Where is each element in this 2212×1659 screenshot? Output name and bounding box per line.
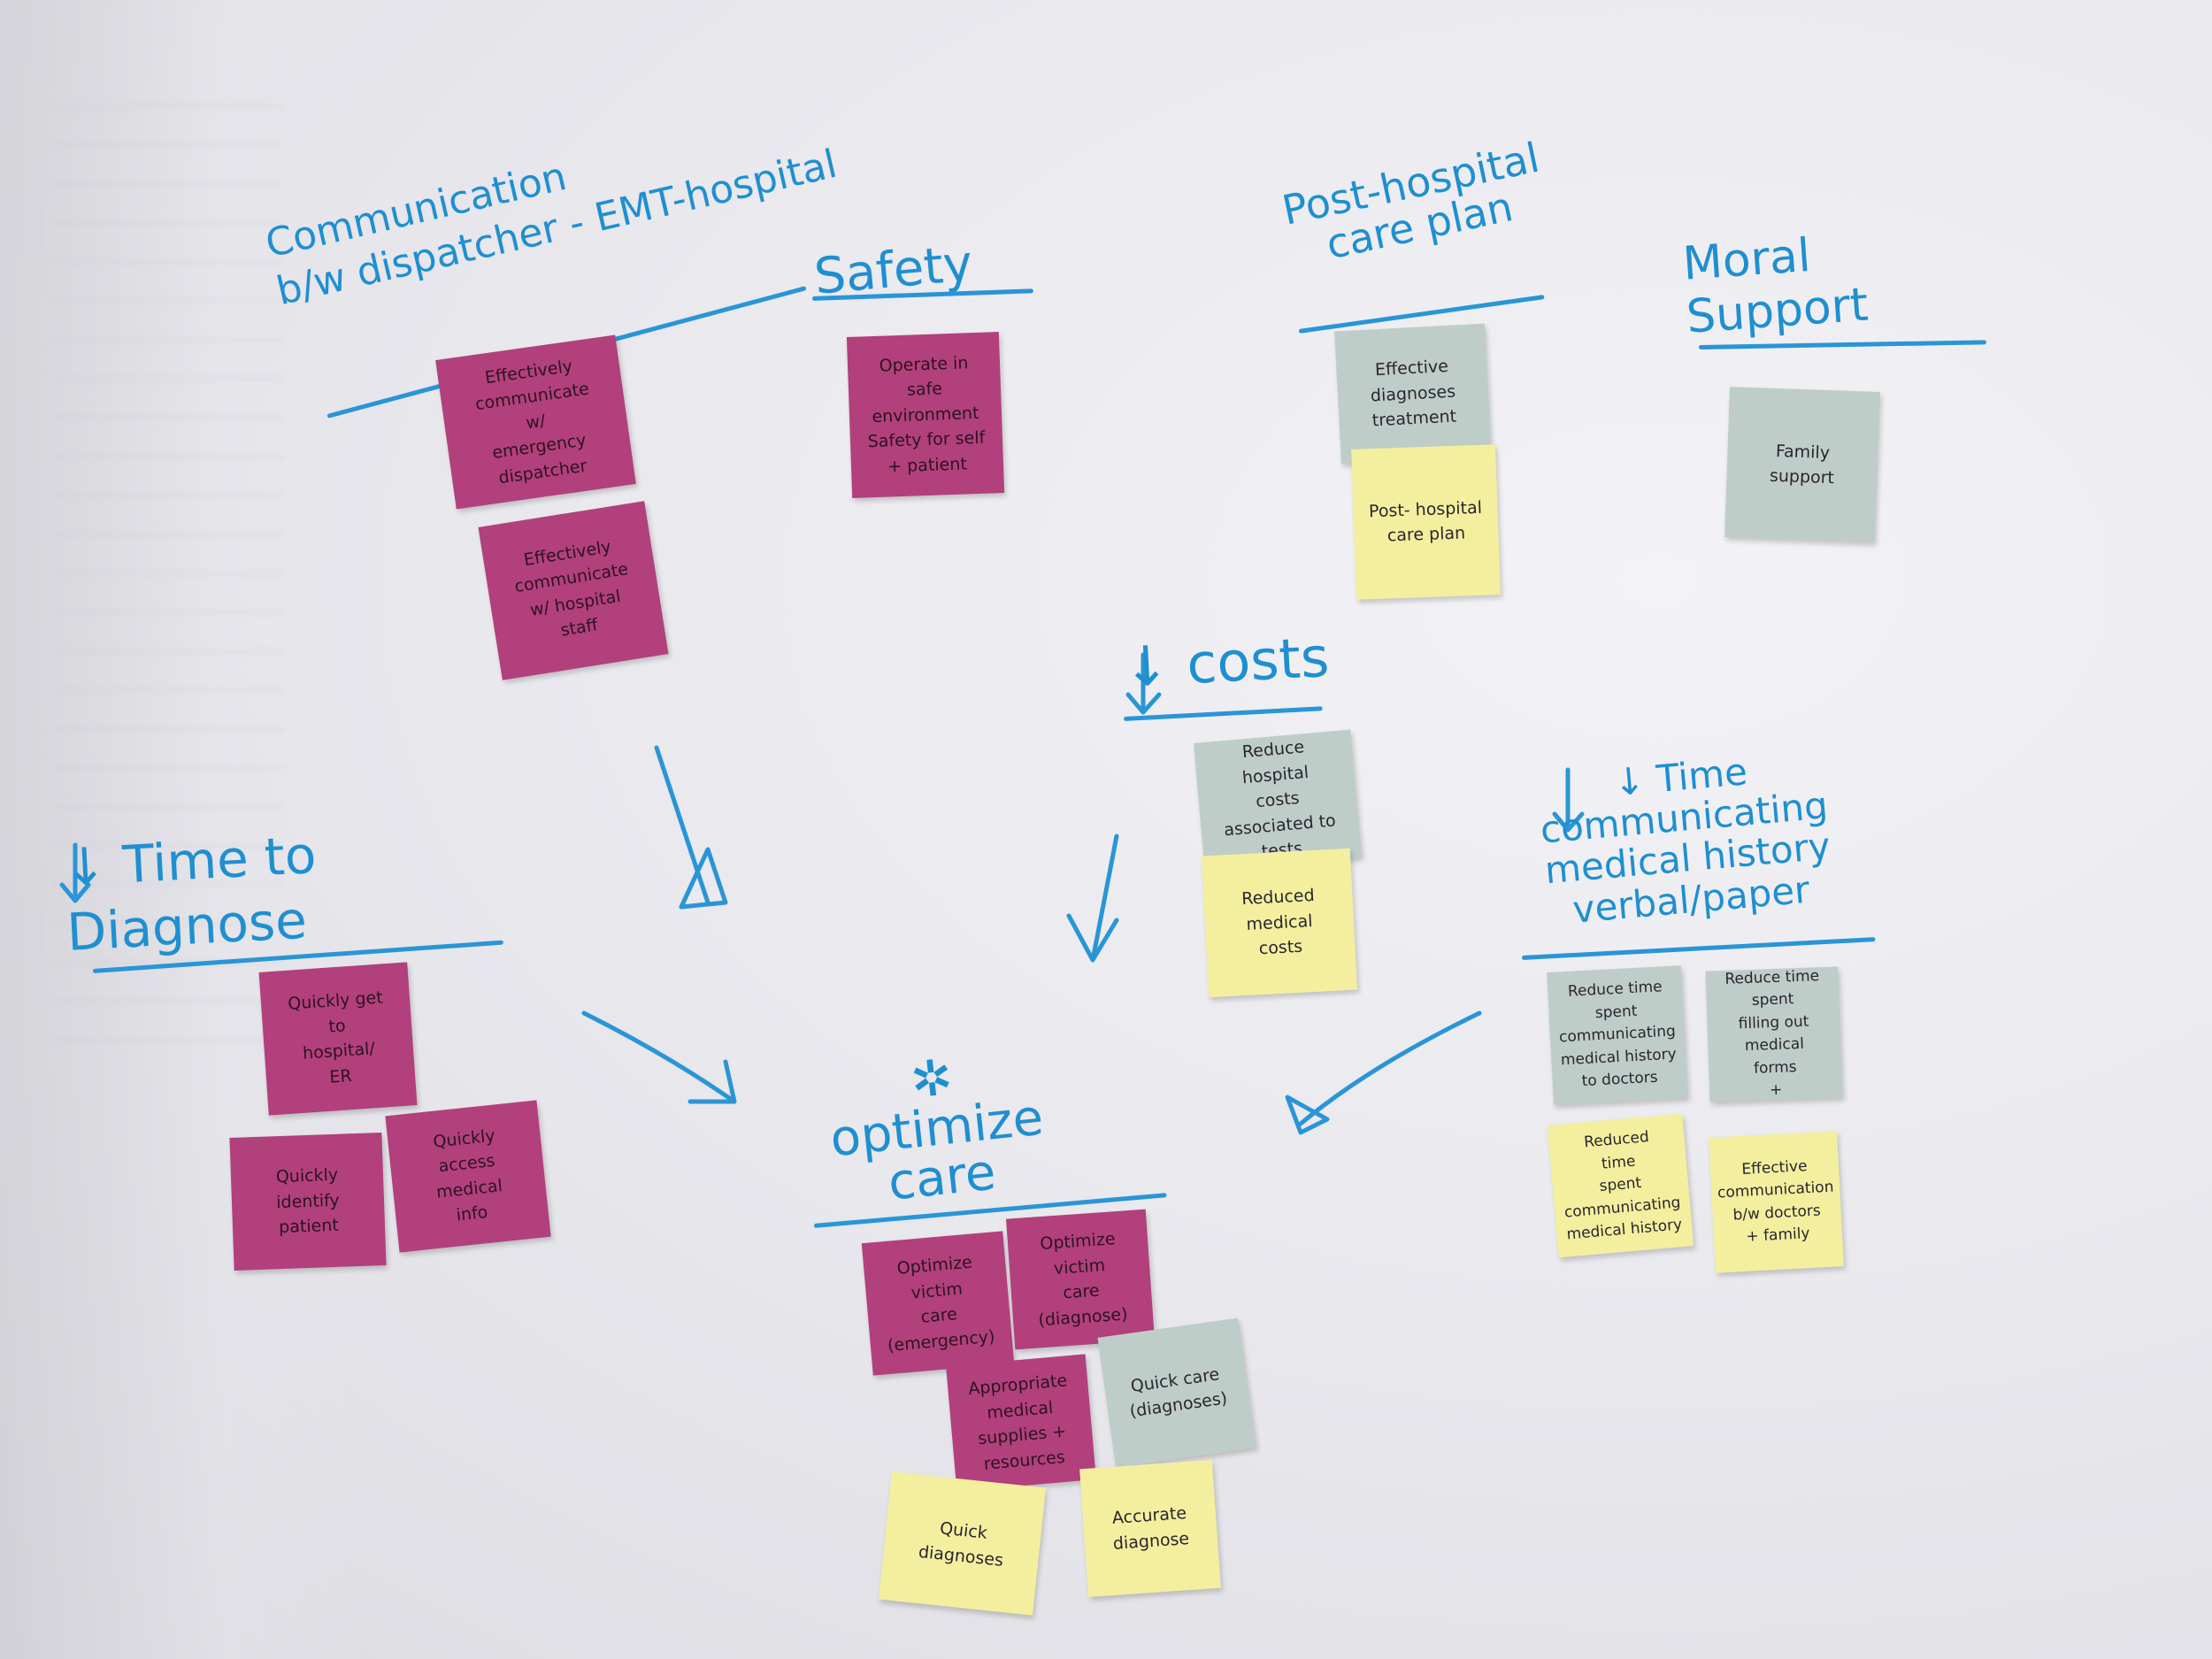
- blinds-reflection: [53, 71, 283, 1044]
- heading-costs: ↓ costs: [1121, 624, 1331, 700]
- sticky-note-communication-dispatcher: Effectively communicate w/ emergency dis…: [435, 334, 636, 510]
- arrow-down-time-diagnose: [59, 842, 91, 903]
- window-glare: [0, 0, 372, 1659]
- sticky-note-reduced-medical-costs: Reduced medical costs: [1201, 848, 1358, 998]
- sticky-note-family-support: Family support: [1724, 387, 1880, 542]
- arrow-down-time-communicating: [1552, 767, 1585, 833]
- sticky-note-optimize-victim-care-diagnose: Optimize victim care (diagnose): [1006, 1209, 1155, 1350]
- sticky-note-appropriate-medical-supplies: Appropriate medical supplies + resources: [946, 1354, 1096, 1492]
- heading-moral-support: Moral Support: [1680, 228, 1870, 344]
- sticky-note-reduce-time-forms: Reduce time spent filling out medical fo…: [1705, 966, 1843, 1102]
- sticky-note-quick-care: Quick care (diagnoses): [1097, 1317, 1256, 1468]
- arrow-time-communicating-to-optimize: [1285, 1010, 1482, 1135]
- sticky-note-quickly-access-medical-info: Quickly access medical info: [385, 1100, 551, 1253]
- sticky-note-quickly-identify-patient: Quickly identify patient: [229, 1133, 387, 1271]
- sticky-note-effective-communication-family: Effective communication b/w doctors + fa…: [1709, 1131, 1844, 1273]
- arrow-time-diagnose-to-optimize: [581, 1010, 737, 1104]
- sticky-note-quick-diagnoses: Quick diagnoses: [878, 1471, 1047, 1616]
- sticky-note-reduce-time-communicating: Reduce time spent communicating medical …: [1547, 965, 1688, 1105]
- arrow-communication-to-optimize: [654, 745, 728, 910]
- sticky-note-communication-hospital: Effectively communicate w/ hospital staf…: [478, 501, 669, 680]
- arrow-down-costs: [1125, 652, 1162, 715]
- sticky-note-quickly-get-to-hospital: Quickly get to hospital/ ER: [258, 962, 418, 1116]
- heading-time-communicating: ↓ Time communicating medical history ver…: [1538, 749, 1832, 932]
- sticky-note-post-hospital-care-plan: Post- hospital care plan: [1351, 444, 1501, 600]
- sticky-note-reduced-time-spent: Reduced time spent communicating medical…: [1547, 1113, 1694, 1258]
- heading-time-diagnose: ↓ Time to Diagnose: [62, 825, 318, 963]
- sticky-note-safety: Operate in safe environment Safety for s…: [846, 332, 1005, 498]
- arrow-costs-to-optimize: [1066, 833, 1119, 963]
- sticky-note-effective-diagnoses: Effective diagnoses treatment: [1334, 323, 1492, 465]
- sticky-note-optimize-victim-care-emergency: Optimize victim care (emergency): [861, 1231, 1015, 1376]
- heading-optimize-care: ✲ optimize care: [827, 1048, 1047, 1212]
- sticky-note-accurate-diagnose: Accurate diagnose: [1079, 1459, 1221, 1598]
